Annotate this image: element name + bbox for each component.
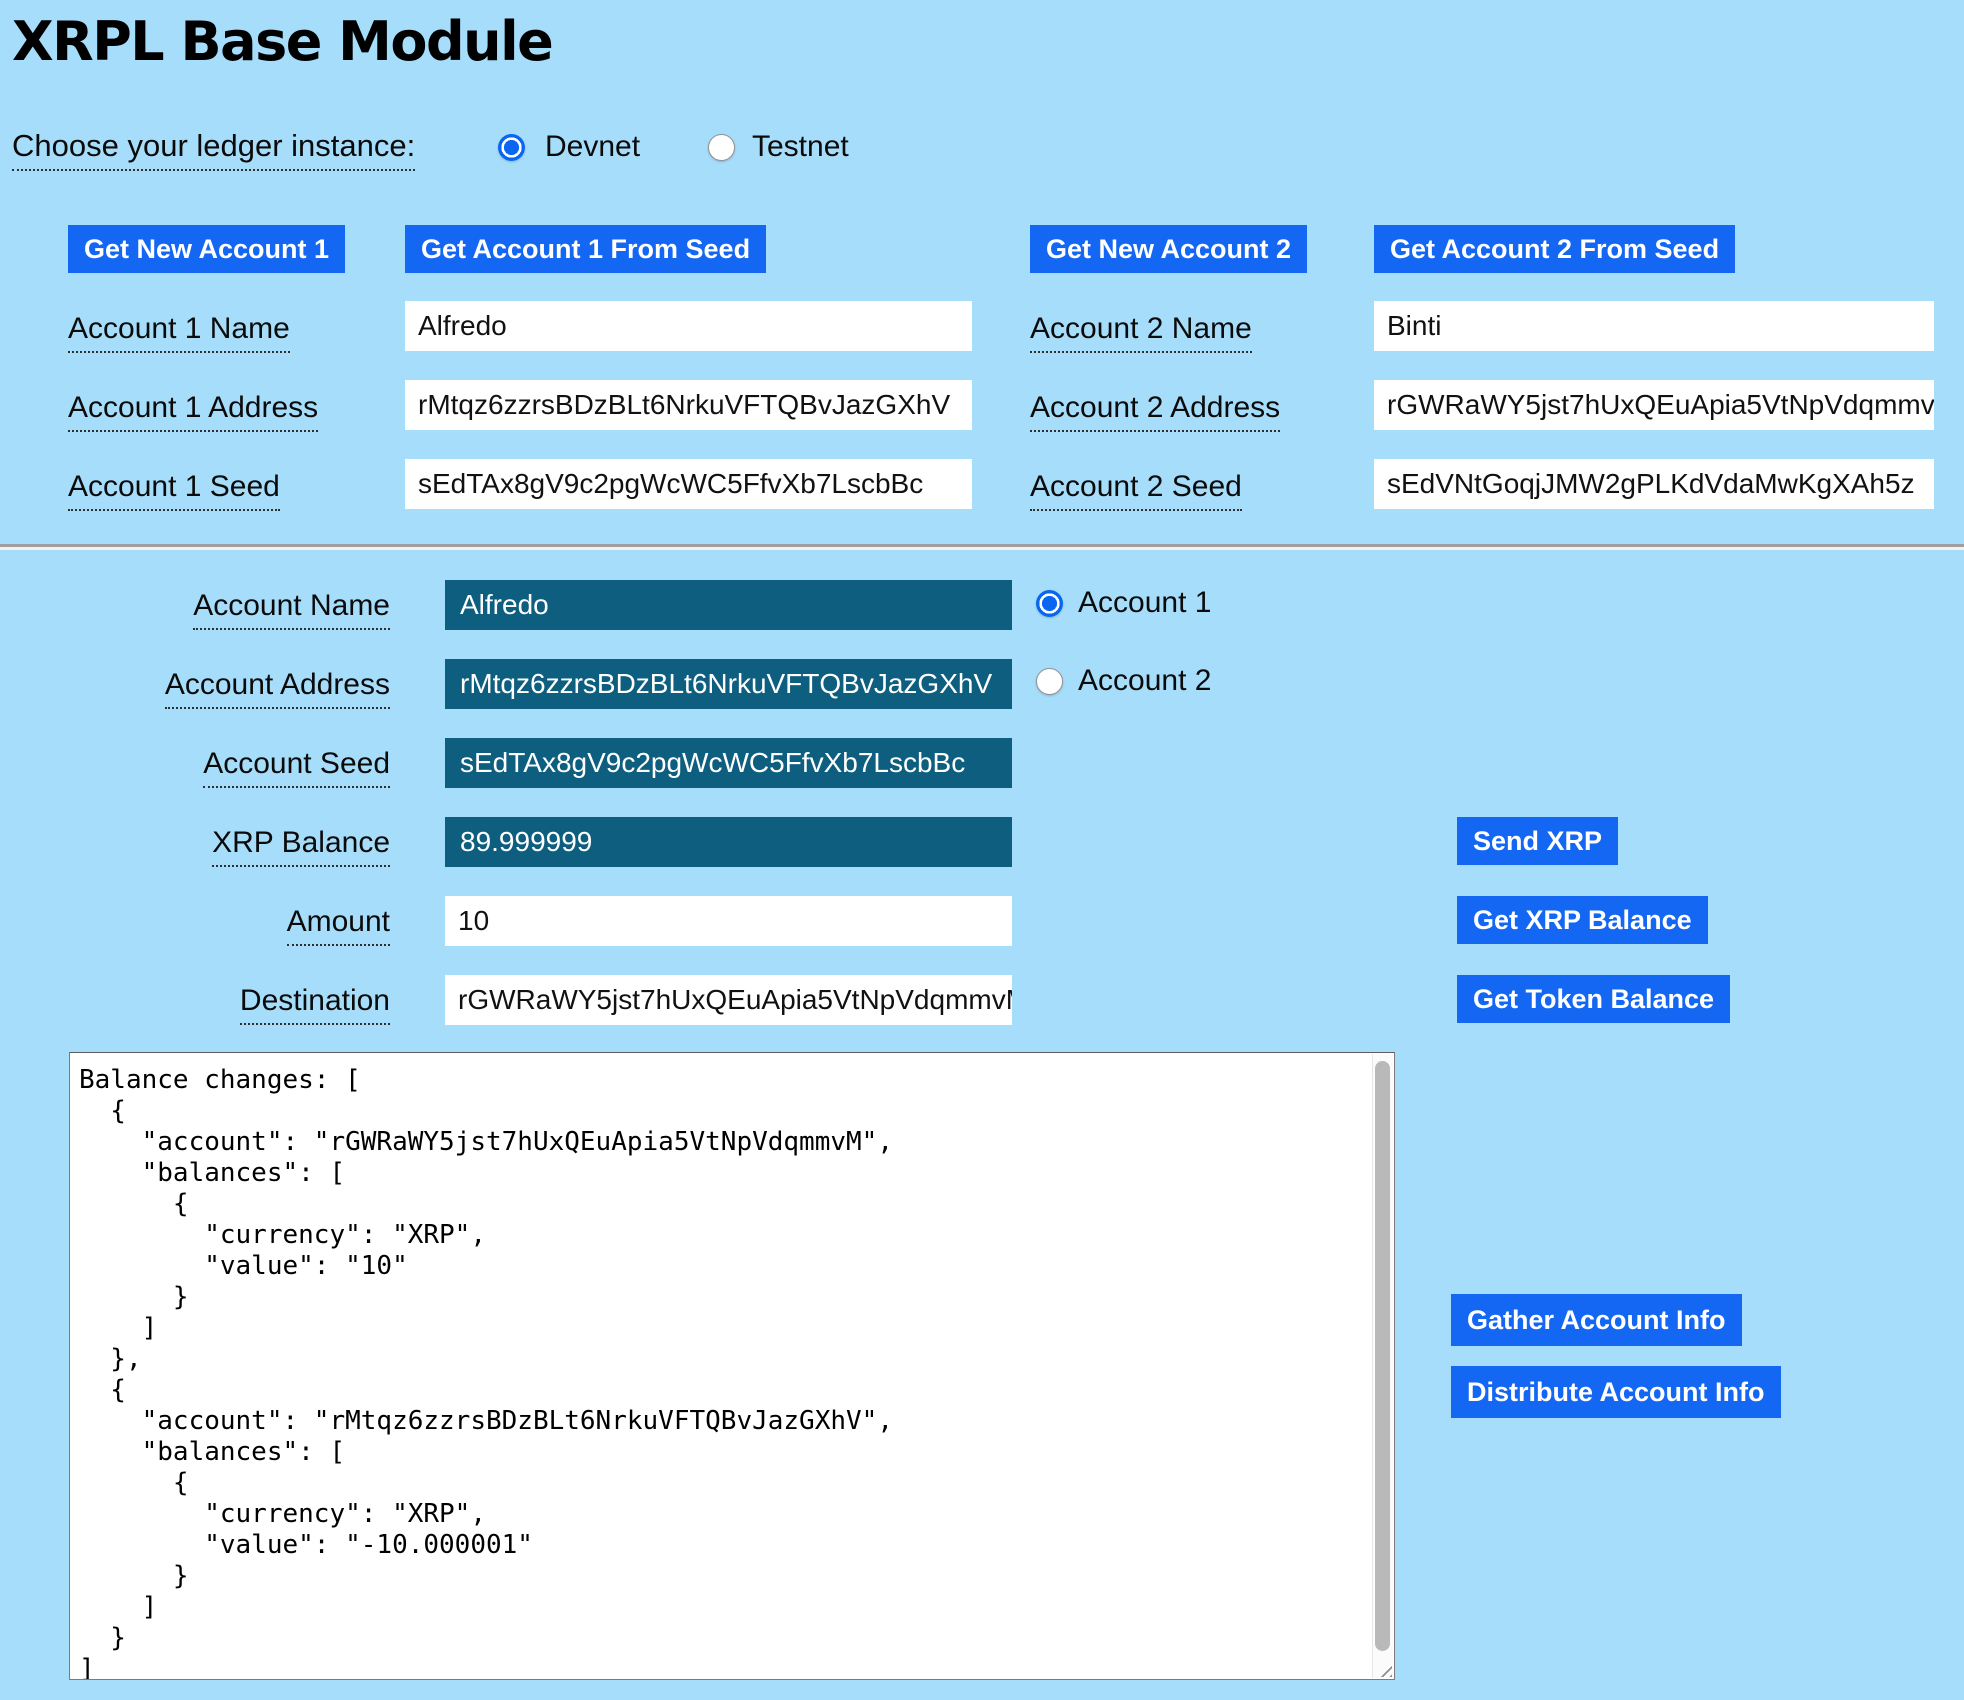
- account2-seed-label: Account 2 Seed: [1030, 470, 1242, 511]
- get-account2-from-seed-button[interactable]: Get Account 2 From Seed: [1374, 225, 1736, 273]
- distribute-account-info-button[interactable]: Distribute Account Info: [1451, 1366, 1781, 1418]
- section-divider: [0, 544, 1964, 550]
- send-xrp-button[interactable]: Send XRP: [1457, 817, 1619, 865]
- account1-address-label: Account 1 Address: [68, 391, 319, 432]
- account2-name-label: Account 2 Name: [1030, 312, 1252, 353]
- get-token-balance-button[interactable]: Get Token Balance: [1457, 975, 1731, 1023]
- account1-seed-input[interactable]: [405, 459, 972, 509]
- account2-address-label: Account 2 Address: [1030, 391, 1281, 432]
- account2-address-input[interactable]: [1374, 380, 1934, 430]
- account2-radio[interactable]: [1036, 668, 1063, 695]
- account1-name-label: Account 1 Name: [68, 312, 290, 353]
- account-name-field[interactable]: Alfredo: [445, 580, 1012, 630]
- account-address-label: Account Address: [164, 668, 390, 709]
- output-scrollbar[interactable]: [1372, 1054, 1393, 1678]
- xrp-balance-field[interactable]: 89.999999: [445, 817, 1012, 867]
- account1-name-input[interactable]: [405, 301, 972, 351]
- amount-label: Amount: [286, 905, 390, 946]
- amount-input[interactable]: [445, 896, 1012, 946]
- ledger-instance-label: Choose your ledger instance:: [12, 128, 416, 171]
- page-title: XRPL Base Module: [12, 10, 554, 73]
- destination-label: Destination: [239, 984, 390, 1025]
- account-name-label: Account Name: [193, 589, 390, 630]
- account-seed-field[interactable]: sEdTAx8gV9c2pgWcWC5FfvXb7LscbBc: [445, 738, 1012, 788]
- xrp-balance-label: XRP Balance: [212, 826, 390, 867]
- account2-seed-input[interactable]: [1374, 459, 1934, 509]
- get-new-account1-button[interactable]: Get New Account 1: [68, 225, 346, 273]
- account2-radio-label: Account 2: [1078, 664, 1212, 697]
- account1-seed-label: Account 1 Seed: [68, 470, 280, 511]
- testnet-radio-label: Testnet: [752, 130, 849, 163]
- account-address-field[interactable]: rMtqz6zzrsBDzBLt6NrkuVFTQBvJazGXhV: [445, 659, 1012, 709]
- get-account1-from-seed-button[interactable]: Get Account 1 From Seed: [405, 225, 767, 273]
- testnet-radio[interactable]: [708, 134, 735, 161]
- get-new-account2-button[interactable]: Get New Account 2: [1030, 225, 1308, 273]
- account-seed-label: Account Seed: [203, 747, 390, 788]
- balance-changes-output[interactable]: Balance changes: [ { "account": "rGWRaWY…: [69, 1052, 1395, 1680]
- get-xrp-balance-button[interactable]: Get XRP Balance: [1457, 896, 1708, 944]
- balance-changes-text: Balance changes: [ { "account": "rGWRaWY…: [79, 1065, 893, 1680]
- devnet-radio[interactable]: [498, 134, 525, 161]
- devnet-radio-label: Devnet: [545, 130, 641, 163]
- output-scrollbar-thumb[interactable]: [1375, 1061, 1390, 1651]
- destination-input[interactable]: [445, 975, 1012, 1025]
- account1-radio-label: Account 1: [1078, 586, 1212, 619]
- account2-name-input[interactable]: [1374, 301, 1934, 351]
- gather-account-info-button[interactable]: Gather Account Info: [1451, 1294, 1742, 1346]
- account1-address-input[interactable]: [405, 380, 972, 430]
- account1-radio[interactable]: [1036, 590, 1063, 617]
